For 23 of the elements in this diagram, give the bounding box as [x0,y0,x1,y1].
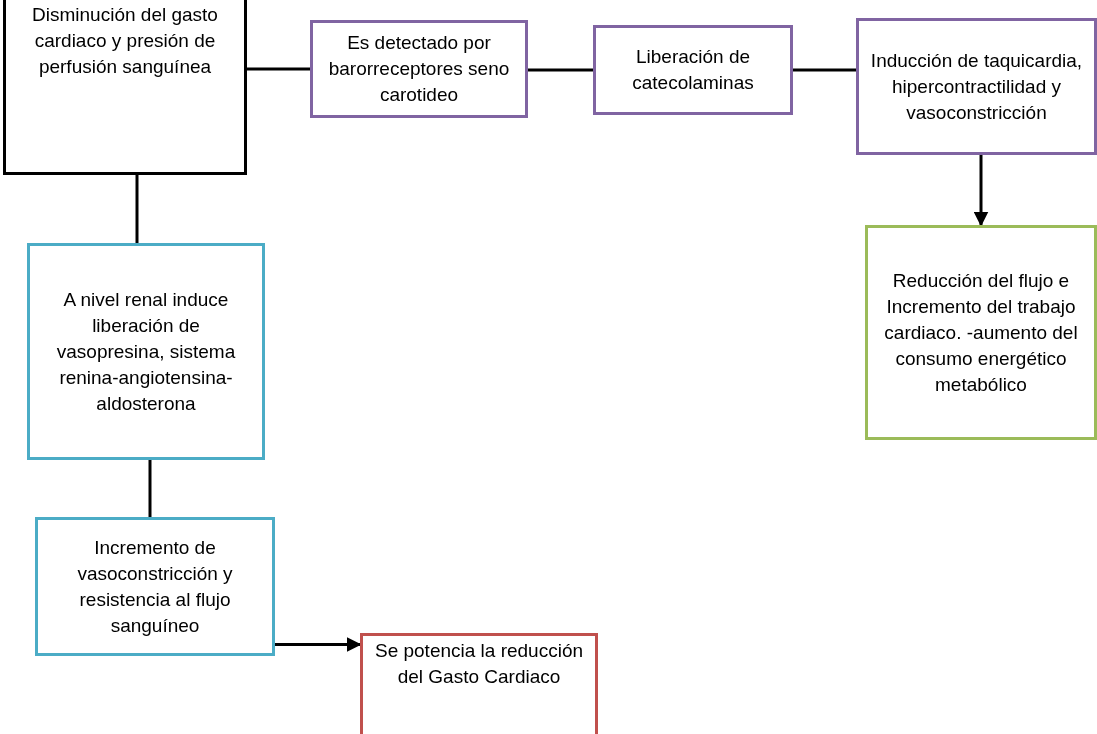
connector-line [148,460,152,517]
process-box [35,517,275,656]
box-text: Liberación de catecolaminas [631,45,755,95]
box-text: Disminución del gasto cardiaco y presión de perfusión sanguínea [31,3,219,79]
process-box [3,0,247,175]
process-box [865,225,1097,440]
process-box [27,243,265,460]
box-text: Se potencia la reducción del Gasto Cardiaco [373,639,585,689]
process-box [360,633,598,734]
connector-line [793,68,856,72]
box-text: Incremento de vasoconstricción y resistencia al flujo sanguíneo [76,535,234,638]
process-box [856,18,1097,155]
arrow [973,155,989,227]
process-box [593,25,793,115]
process-box [310,20,528,118]
box-text: Es detectado por barorreceptores seno carotideo [327,31,511,107]
connector-line [247,67,310,71]
arrow [275,637,362,652]
box-text: A nivel renal induce liberación de vasopresina, sistema renina-angiotensina-aldosterona [55,287,237,416]
box-text: Reducción del flujo e Incremento del trabajo cardiaco. -aumento del consumo energético metabólico [883,268,1079,397]
connector-line [135,175,139,243]
connector-line [528,68,593,72]
box-text: Inducción de taquicardia, hipercontractilidad y vasoconstricción [869,48,1084,125]
